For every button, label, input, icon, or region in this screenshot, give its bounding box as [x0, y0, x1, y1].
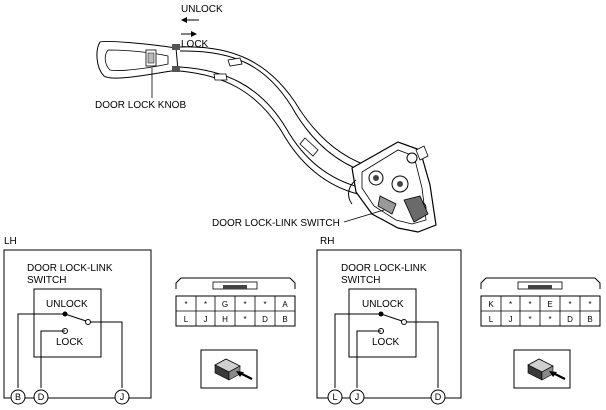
rh-wire-j	[356, 330, 381, 388]
rh-cell: B	[587, 315, 592, 324]
rh-connector-view-icon	[513, 349, 571, 389]
rh-cell: *	[548, 315, 551, 324]
lh-cell: D	[262, 315, 268, 324]
rh-lock-label: LOCK	[372, 337, 400, 348]
rh-pin-d-label: D	[435, 392, 442, 402]
rh-switch-title-line2: SWITCH	[341, 275, 380, 286]
rh-pin-j-label: J	[355, 392, 360, 402]
lh-wire-b	[17, 313, 65, 388]
rh-switch-frame	[316, 249, 462, 399]
lower-rod-b	[179, 66, 363, 189]
inner-handle-recess	[104, 49, 169, 71]
rh-cell: *	[528, 300, 531, 309]
lh-cell: *	[204, 300, 207, 309]
lh-side-label: LH	[4, 236, 17, 247]
lh-cell: *	[263, 300, 266, 309]
rh-common-contact	[401, 319, 407, 325]
lh-cell: *	[243, 315, 246, 324]
lh-cell: *	[243, 300, 246, 309]
upper-rod-a	[179, 46, 376, 169]
lh-cell: G	[222, 300, 228, 309]
lh-cell: L	[184, 315, 189, 324]
lh-section: LH DOOR LOCK-LINK SWITCH UNLOCK LOCK B D…	[3, 236, 296, 405]
rh-cell: *	[588, 300, 591, 309]
rh-cell: J	[509, 315, 513, 324]
rh-wire-l	[334, 313, 381, 388]
lh-pin-b-label: B	[15, 392, 21, 402]
lh-pin-d-label: D	[38, 392, 45, 402]
lh-wire-j	[91, 321, 123, 388]
rh-cell: E	[547, 300, 552, 309]
lh-connector-face: * * G * * A L J H * D B	[175, 277, 296, 327]
lh-lock-label: LOCK	[56, 337, 84, 348]
rh-pin-d	[430, 389, 446, 405]
lh-common-contact	[85, 319, 91, 325]
lh-unlock-label: UNLOCK	[46, 299, 88, 310]
lh-switch-blade	[64, 313, 87, 322]
rh-switch-title-line1: DOOR LOCK-LINK	[341, 263, 427, 274]
rh-cell: D	[567, 315, 573, 324]
rh-unlock-label: UNLOCK	[362, 299, 404, 310]
unlock-direction-label: UNLOCK	[181, 4, 223, 15]
switch-leader-line	[343, 209, 385, 223]
lh-pin-j-label: J	[120, 392, 125, 402]
rh-pin-l-label: L	[332, 392, 337, 402]
lh-pin-b	[10, 389, 26, 405]
lh-cell: B	[282, 315, 287, 324]
door-lock-knob-label: DOOR LOCK KNOB	[95, 100, 186, 111]
lh-connector-view-icon	[200, 349, 258, 389]
rh-cell: *	[509, 300, 512, 309]
lh-cell: *	[184, 300, 187, 309]
rh-wire-d	[407, 321, 439, 388]
inner-handle-icon	[96, 40, 179, 79]
rh-connector-face: K * * E * * L J * * D B	[480, 277, 601, 327]
rh-pin-l	[327, 389, 343, 405]
lock-arrowhead-icon	[191, 31, 197, 37]
rh-side-label: RH	[320, 236, 334, 247]
lh-cell: J	[204, 315, 208, 324]
door-lock-link-switch-label: DOOR LOCK-LINK SWITCH	[212, 218, 340, 229]
lh-switch-box	[33, 288, 102, 358]
door-lock-illustration: UNLOCK LOCK DOOR LOCK KNOB	[95, 4, 437, 233]
lh-switch-title-line2: SWITCH	[27, 275, 66, 286]
rh-pin-j	[349, 389, 365, 405]
rh-cell: L	[489, 315, 494, 324]
lh-switch-frame	[3, 249, 152, 399]
rh-switch-box	[348, 288, 417, 358]
lh-wire-d	[40, 330, 65, 388]
lh-pin-d	[33, 389, 49, 405]
rh-cell: *	[568, 300, 571, 309]
lock-link-switch-icon	[403, 195, 429, 223]
lh-switch-title-line1: DOOR LOCK-LINK	[27, 263, 113, 274]
rh-cell: *	[528, 315, 531, 324]
lock-direction-label: LOCK	[181, 39, 209, 50]
lh-cell: A	[282, 300, 288, 309]
rh-cell: K	[488, 300, 494, 309]
rh-section: RH DOOR LOCK-LINK SWITCH UNLOCK LOCK L J…	[316, 236, 601, 405]
lh-pin-j	[114, 389, 130, 405]
lh-cell: H	[222, 315, 228, 324]
unlock-arrowhead-icon	[181, 17, 187, 23]
rh-switch-blade	[380, 313, 403, 322]
